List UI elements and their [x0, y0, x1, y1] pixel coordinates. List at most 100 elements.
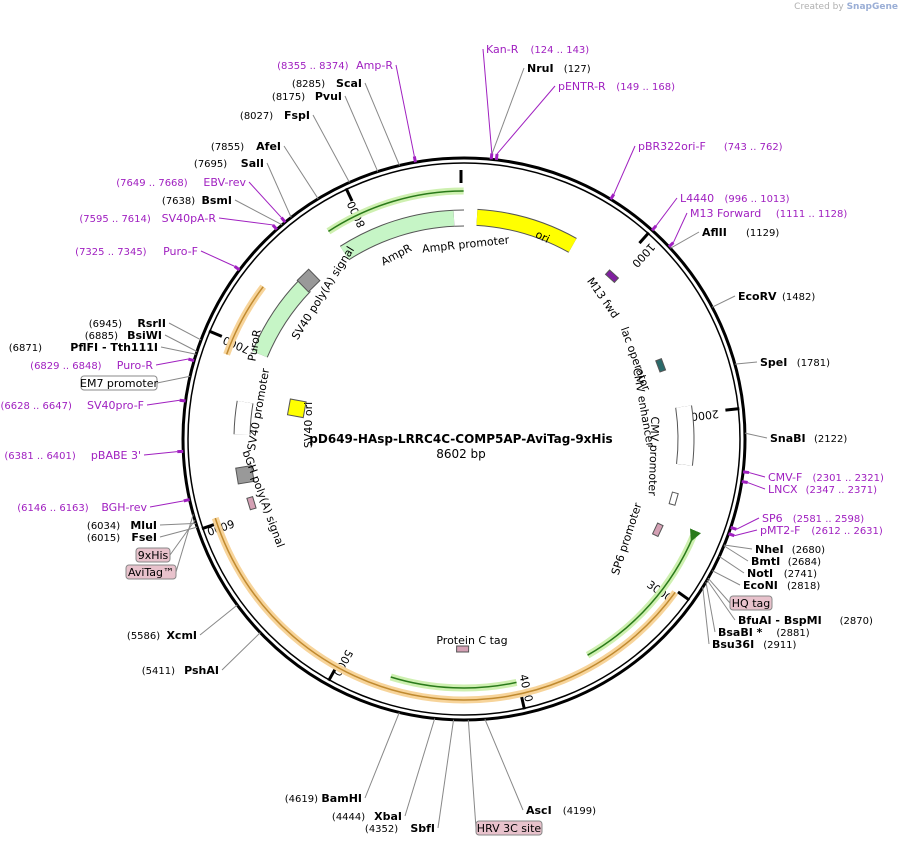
enzyme-name: PflFI - Tth111I	[70, 341, 158, 354]
primer-leader-line	[672, 212, 688, 243]
feature-box-label: HRV 3C site	[477, 822, 542, 835]
primer-name: L4440	[680, 192, 714, 205]
primer-leader-line	[146, 399, 180, 406]
feature-box	[135, 547, 171, 563]
enzyme-name: NotI	[747, 567, 773, 580]
enzyme-leader-line	[724, 544, 753, 550]
enzyme-position: (6871)	[9, 343, 42, 354]
primer-leader-line	[613, 145, 636, 195]
enzyme-name: BsiWI	[127, 329, 162, 342]
box-leader-line	[467, 719, 477, 829]
enzyme-name: FseI	[131, 531, 157, 544]
enzyme-position: (6885)	[85, 331, 118, 342]
enzyme-position: (8027)	[240, 111, 273, 122]
primer-name: Puro-F	[163, 245, 198, 258]
puror-arc	[252, 280, 311, 358]
enzyme-position: (6034)	[87, 521, 120, 532]
enzyme-leader-line	[484, 719, 524, 811]
orf-arc-green-c-line	[327, 190, 464, 232]
sv40-promoter-arc	[234, 400, 253, 435]
enzyme-position: (4619)	[285, 794, 318, 805]
primer-name: SP6	[762, 512, 783, 525]
enzyme-name: PshAI	[184, 664, 219, 677]
feature-box-label: HQ tag	[732, 597, 770, 610]
enzyme-name: XbaI	[374, 810, 402, 823]
enzyme-position: (1129)	[746, 228, 779, 239]
lac-operator-block	[655, 358, 667, 373]
primer-leader-line	[748, 472, 766, 478]
enzyme-position: (2881)	[776, 628, 809, 639]
primer-mark	[187, 357, 195, 363]
tick-mark	[677, 590, 691, 602]
primer-name: EBV-rev	[203, 176, 246, 189]
primer-mark	[650, 224, 658, 232]
enzyme-leader-line	[199, 604, 238, 636]
primer-leader-line	[248, 181, 282, 218]
primer-position: (6628 .. 6647)	[0, 401, 72, 412]
primer-mark	[494, 153, 499, 161]
snapgene-credit: Created by SnapGene	[794, 2, 898, 12]
primer-name: Kan-R	[486, 43, 519, 56]
enzyme-position: (2680)	[792, 545, 825, 556]
primer-name: CMV-F	[768, 471, 802, 484]
enzyme-position: (4352)	[365, 824, 398, 835]
enzyme-position: (2684)	[788, 557, 821, 568]
enzyme-position: (5586)	[127, 631, 160, 642]
tick-mark	[327, 667, 337, 682]
box-leader-line	[175, 514, 194, 573]
feature-box-label: AviTag™	[128, 566, 174, 579]
primer-leader-line	[747, 482, 766, 490]
primer-mark	[412, 156, 417, 163]
primer-name: Puro-R	[117, 359, 154, 372]
enzyme-name: BsaBI *	[718, 626, 763, 639]
primer-position: (6381 .. 6401)	[4, 451, 76, 462]
primer-mark	[233, 265, 241, 272]
enzyme-position: (6015)	[87, 533, 120, 544]
enzyme-position: (1482)	[782, 292, 815, 303]
enzyme-leader-line	[702, 587, 710, 645]
primer-mark	[728, 532, 735, 538]
snapgene-logo: SnapGene	[846, 2, 898, 12]
primer-position: (2301 .. 2321)	[813, 473, 885, 484]
enzyme-name: SalI	[241, 157, 264, 170]
enzyme-name: BfuAI - BspMI	[738, 614, 822, 627]
bgh-polya-block	[235, 465, 255, 485]
primer-mark	[271, 223, 278, 231]
enzyme-leader-line	[168, 322, 202, 341]
tick-mark	[344, 187, 354, 202]
primer-name: SV40pA-R	[162, 212, 217, 225]
feature-label: M13 fwd	[584, 275, 621, 321]
primer-leader-line	[482, 48, 493, 154]
primer-name: pENTR-R	[558, 80, 606, 93]
primer-mark	[742, 470, 750, 475]
orf-arc-green-a	[585, 534, 697, 659]
primer-mark	[183, 498, 190, 503]
primer-position: (6829 .. 6848)	[30, 361, 102, 372]
feature-label: SV40 ori	[302, 402, 315, 448]
backbone-inner	[187, 162, 741, 716]
box-leader-line	[169, 519, 196, 556]
enzyme-name: XcmI	[166, 629, 197, 642]
primer-leader-line	[734, 529, 758, 537]
enzyme-leader-line	[734, 361, 758, 365]
enzyme-position: (4199)	[563, 806, 596, 817]
m13fwd-block	[604, 269, 620, 284]
primer-mark	[280, 216, 287, 224]
enzyme-leader-line	[723, 545, 749, 562]
plasmid-name: pD649-HAsp-LRRC4C-COMP5AP-AviTag-9xHis	[309, 432, 612, 446]
primer-mark	[489, 153, 494, 160]
orf-arc-green-b-line	[390, 676, 517, 689]
feature-label: AmpR promoter	[421, 233, 510, 255]
primer-name: LNCX	[768, 483, 798, 496]
feature-box-label: 9xHis	[138, 549, 169, 562]
enzyme-leader-line	[344, 95, 379, 172]
primer-position: (2612 .. 2631)	[811, 526, 883, 537]
enzyme-leader-line	[744, 432, 768, 439]
orf-arc-puro-line	[225, 286, 264, 355]
enzyme-leader-line	[160, 346, 197, 355]
credit-prefix: Created by	[794, 2, 844, 12]
primer-mark	[179, 398, 186, 403]
primer-mark	[667, 241, 675, 248]
protein-c-tag-block	[456, 645, 470, 653]
